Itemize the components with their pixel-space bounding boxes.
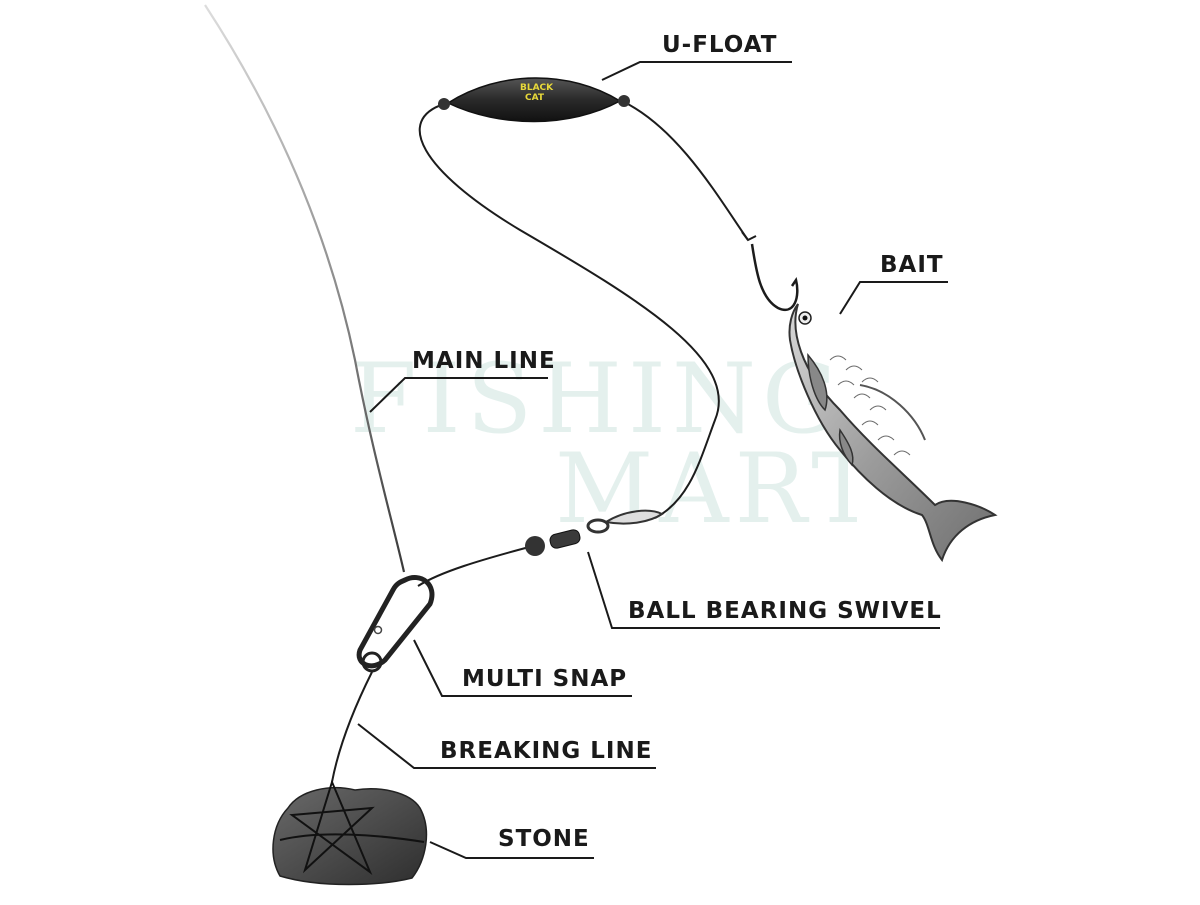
float-to-swivel-line [418, 103, 720, 519]
main-line [204, 4, 406, 573]
leader-swivel [587, 551, 940, 629]
label-bait: BAIT [880, 252, 944, 278]
swivel-bead [525, 536, 545, 556]
float-to-hook-line [623, 101, 749, 241]
leader-bait [839, 281, 948, 315]
float-bead-left [438, 98, 450, 110]
watermark-line-2: MART [555, 433, 881, 545]
watermark: FISHING MART [350, 343, 881, 545]
multi-snap-icon [356, 575, 435, 673]
fish-body [788, 303, 998, 563]
label-ball-bearing-swivel: BALL BEARING SWIVEL [628, 598, 942, 624]
leader-multi-snap [413, 639, 632, 697]
label-u-float: U-FLOAT [662, 32, 777, 58]
u-float: BLACK CAT [438, 77, 630, 123]
float-brand-line-2: CAT [525, 93, 545, 103]
leader-breaking-line [357, 723, 656, 769]
leader-lines [357, 61, 948, 859]
fish-fin [807, 352, 828, 412]
label-multi-snap: MULTI SNAP [462, 666, 627, 692]
leader-stone [429, 841, 594, 859]
stone [272, 779, 428, 886]
leader-u-float [601, 61, 792, 81]
label-main-line: MAIN LINE [412, 348, 556, 374]
label-stone: STONE [498, 826, 590, 852]
bait-fish [788, 303, 998, 563]
stone-body [272, 787, 428, 886]
ball-bearing-swivel [525, 509, 664, 556]
float-bead-right [618, 95, 630, 107]
swivel-to-snap-line [417, 545, 534, 587]
label-breaking-line: BREAKING LINE [440, 738, 652, 764]
hook-icon [741, 231, 799, 311]
watermark-line-1: FISHING [350, 343, 845, 455]
stone-binding [289, 779, 375, 875]
leader-main-line [369, 377, 548, 413]
float-brand-line-1: BLACK [520, 83, 554, 93]
breaking-line [331, 671, 373, 783]
